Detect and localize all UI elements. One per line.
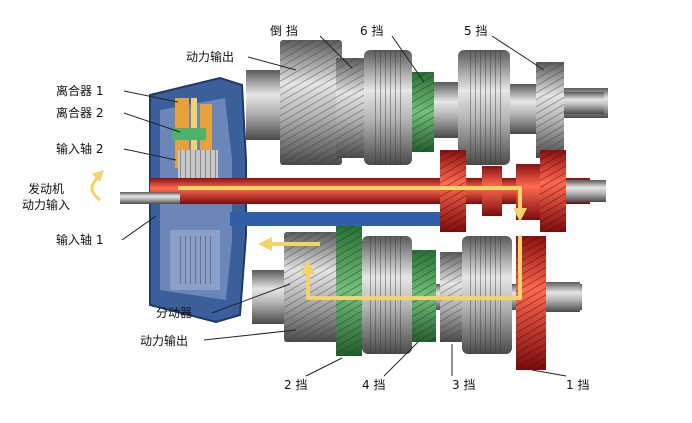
power-flow-path [178, 186, 522, 300]
upper-shaft-assembly [246, 40, 608, 165]
label-reverse-gear: 倒 挡 [270, 24, 298, 38]
label-gear-4: 4 挡 [362, 378, 386, 392]
engine-input-arrow [90, 170, 104, 202]
label-gear-6: 6 挡 [360, 24, 384, 38]
label-input-shaft-1: 输入轴 1 [56, 233, 104, 247]
label-clutch-1: 离合器 1 [56, 84, 104, 98]
label-splitter: 分动器 [156, 306, 193, 320]
label-engine-input-line2: 动力输入 [22, 198, 71, 212]
label-power-output-bottom: 动力输出 [140, 334, 189, 348]
leader-lines [121, 35, 567, 377]
label-gear-1: 1 挡 [566, 378, 590, 392]
input-shaft-2 [120, 192, 180, 204]
label-input-shaft-2: 输入轴 2 [56, 142, 104, 156]
label-power-output-top: 动力输出 [186, 50, 235, 64]
label-gear-3: 3 挡 [452, 378, 476, 392]
label-gear-2: 2 挡 [284, 378, 308, 392]
input-shaft-1-red [150, 150, 606, 232]
inner-shaft-blue [230, 212, 440, 226]
flow-arrowheads [258, 208, 527, 274]
label-engine-input-line1: 发动机 [28, 182, 65, 196]
label-clutch-2: 离合器 2 [56, 106, 104, 120]
label-gear-5: 5 挡 [464, 24, 488, 38]
